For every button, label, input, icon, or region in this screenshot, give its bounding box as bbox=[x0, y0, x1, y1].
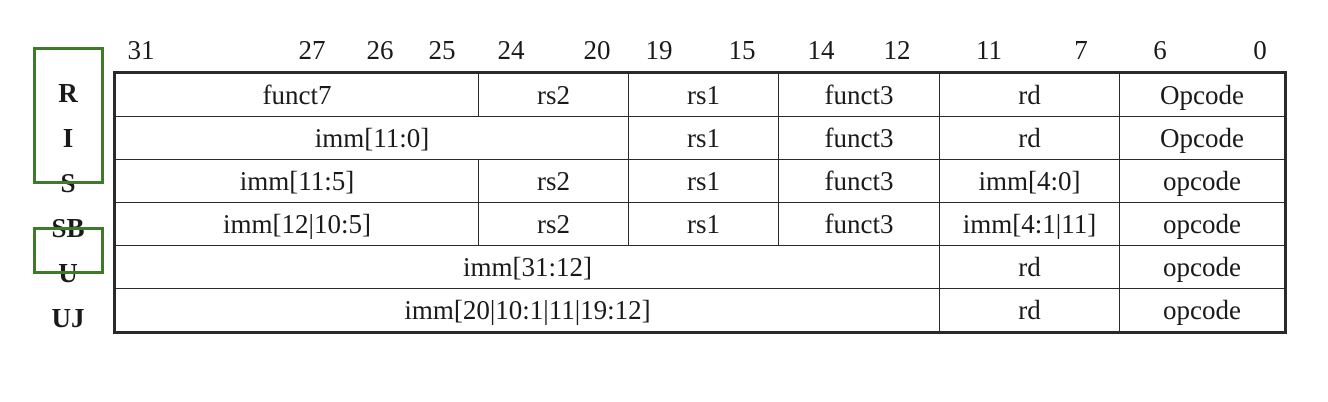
field-imm-11-0: imm[11:0] bbox=[114, 116, 629, 160]
field-rd: rd bbox=[939, 116, 1120, 160]
field-rs1: rs1 bbox=[628, 159, 779, 203]
bit-label-24: 24 bbox=[497, 35, 525, 65]
field-funct3: funct3 bbox=[778, 202, 940, 246]
bit-label-20: 20 bbox=[583, 35, 611, 65]
bit-label-14: 14 bbox=[807, 35, 835, 65]
format-label-i: I bbox=[62, 123, 74, 153]
field-funct7: funct7 bbox=[114, 72, 479, 117]
field-rs2: rs2 bbox=[478, 159, 629, 203]
field-rs1: rs1 bbox=[628, 72, 779, 117]
format-label-r: R bbox=[58, 78, 78, 108]
bit-label-19: 19 bbox=[645, 35, 673, 65]
field-rd: rd bbox=[939, 245, 1120, 289]
field-opcode: opcode bbox=[1119, 288, 1286, 333]
bit-label-27: 27 bbox=[298, 35, 326, 65]
field-funct3: funct3 bbox=[778, 159, 940, 203]
field-rs1: rs1 bbox=[628, 116, 779, 160]
field-imm-20-10-1-11-19-12: imm[20|10:1|11|19:12] bbox=[114, 288, 940, 333]
field-imm-4-0: imm[4:0] bbox=[939, 159, 1120, 203]
bit-label-26: 26 bbox=[366, 35, 394, 65]
bit-label-31: 31 bbox=[127, 35, 155, 65]
field-rd: rd bbox=[939, 288, 1120, 333]
field-opcode: opcode bbox=[1119, 245, 1286, 289]
field-rs2: rs2 bbox=[478, 72, 629, 117]
field-imm-31-12: imm[31:12] bbox=[114, 245, 940, 289]
field-funct3: funct3 bbox=[778, 72, 940, 117]
bit-label-25: 25 bbox=[428, 35, 456, 65]
field-imm-11-5: imm[11:5] bbox=[114, 159, 479, 203]
bit-label-12: 12 bbox=[883, 35, 911, 65]
bit-label-15: 15 bbox=[728, 35, 756, 65]
format-label-uj: UJ bbox=[51, 303, 85, 333]
bit-label-11: 11 bbox=[976, 35, 1002, 65]
field-imm-4-1-11: imm[4:1|11] bbox=[939, 202, 1120, 246]
highlight-box-u bbox=[33, 227, 104, 274]
bit-label-6: 6 bbox=[1153, 35, 1167, 65]
field-rs1: rs1 bbox=[628, 202, 779, 246]
field-opcode: opcode bbox=[1119, 202, 1286, 246]
bit-label-0: 0 bbox=[1253, 35, 1267, 65]
field-opcode: Opcode bbox=[1119, 72, 1286, 117]
field-opcode: Opcode bbox=[1119, 116, 1286, 160]
field-imm-12-10-5: imm[12|10:5] bbox=[114, 202, 479, 246]
field-rd: rd bbox=[939, 72, 1120, 117]
bit-label-7: 7 bbox=[1074, 35, 1088, 65]
field-funct3: funct3 bbox=[778, 116, 940, 160]
highlight-box-r-i-s bbox=[33, 47, 104, 184]
field-rs2: rs2 bbox=[478, 202, 629, 246]
field-opcode: opcode bbox=[1119, 159, 1286, 203]
